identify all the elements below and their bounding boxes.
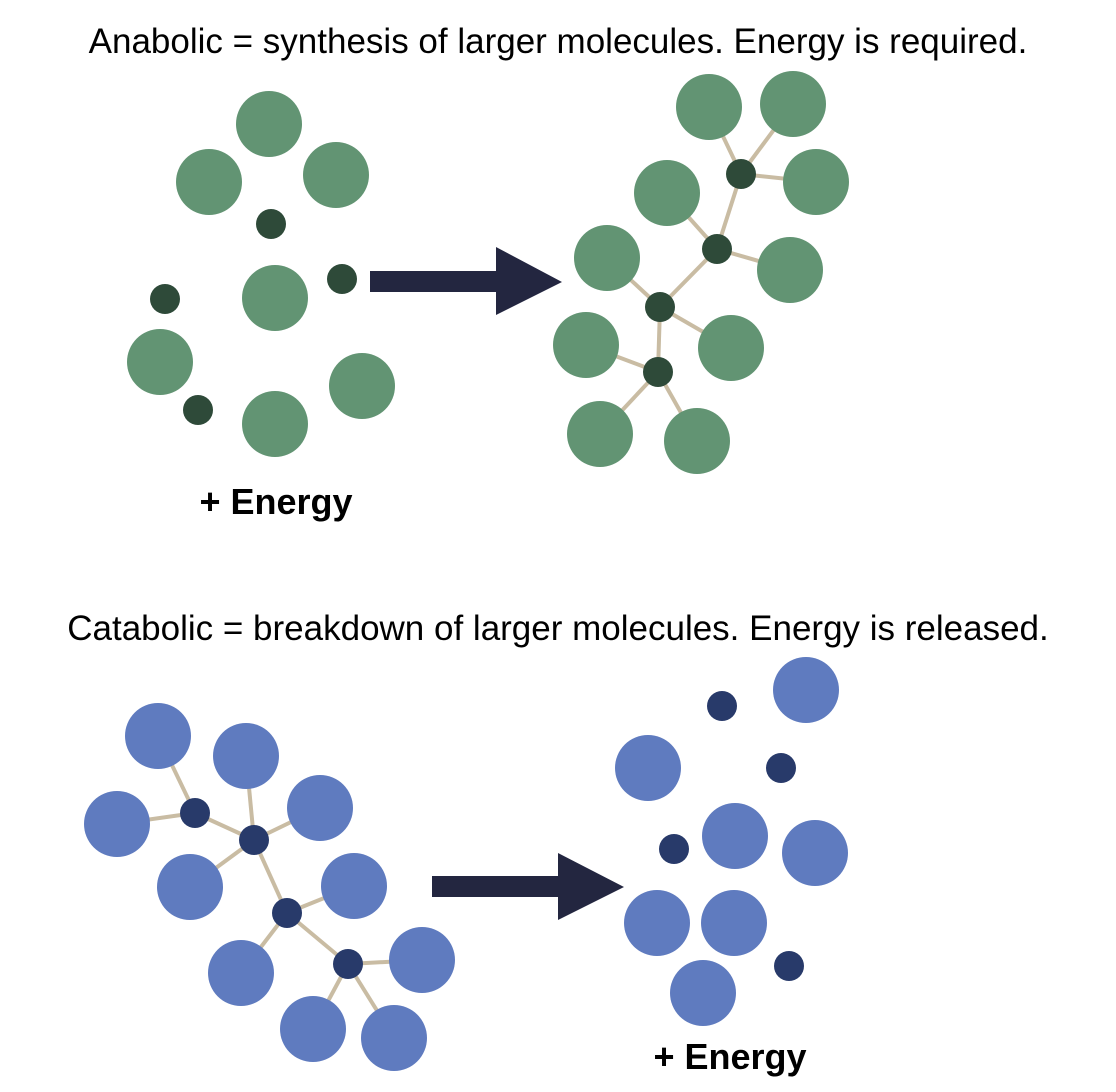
large-molecule [303, 142, 369, 208]
large-molecule [567, 401, 633, 467]
small-molecule [645, 292, 675, 322]
catabolic-caption: Catabolic = breakdown of larger molecule… [67, 609, 1049, 648]
large-molecule [664, 408, 730, 474]
large-molecule [208, 940, 274, 1006]
large-molecule [773, 657, 839, 723]
large-molecule [127, 329, 193, 395]
large-molecule [701, 890, 767, 956]
catabolic-energy-label: + Energy [653, 1036, 806, 1077]
large-molecule [553, 312, 619, 378]
catabolic-reactant [84, 703, 455, 1071]
small-molecule [183, 395, 213, 425]
small-molecule [150, 284, 180, 314]
anabolic-product [553, 71, 849, 474]
small-molecule [180, 798, 210, 828]
large-molecule [321, 853, 387, 919]
small-molecule [707, 691, 737, 721]
small-molecule [766, 753, 796, 783]
anabolic-energy-label: + Energy [199, 481, 352, 522]
small-molecule [239, 825, 269, 855]
large-molecule [624, 890, 690, 956]
small-molecule [774, 951, 804, 981]
large-molecule [242, 265, 308, 331]
small-molecule [327, 264, 357, 294]
large-molecule [702, 803, 768, 869]
small-molecule [702, 234, 732, 264]
large-molecule [782, 820, 848, 886]
anabolic-caption: Anabolic = synthesis of larger molecules… [88, 22, 1028, 61]
catabolic-arrow [432, 853, 624, 920]
large-molecule [634, 160, 700, 226]
large-molecule [242, 391, 308, 457]
large-molecule [389, 927, 455, 993]
large-molecule [361, 1005, 427, 1071]
large-molecule [615, 735, 681, 801]
anabolic-arrow [370, 247, 562, 315]
large-molecule [329, 353, 395, 419]
large-molecule [287, 775, 353, 841]
large-molecule [698, 315, 764, 381]
small-molecule [726, 159, 756, 189]
large-molecule [213, 723, 279, 789]
small-molecule [333, 949, 363, 979]
small-molecule [659, 834, 689, 864]
large-molecule [280, 996, 346, 1062]
large-molecule [574, 225, 640, 291]
small-molecule [272, 898, 302, 928]
anabolic-reactants [127, 91, 395, 457]
large-molecule [757, 237, 823, 303]
large-molecule [157, 854, 223, 920]
large-molecule [236, 91, 302, 157]
large-molecule [760, 71, 826, 137]
small-molecule [256, 209, 286, 239]
small-molecule [643, 357, 673, 387]
large-molecule [84, 791, 150, 857]
large-molecule [676, 74, 742, 140]
large-molecule [783, 149, 849, 215]
large-molecule [176, 149, 242, 215]
large-molecule [670, 960, 736, 1026]
catabolic-products [615, 657, 848, 1026]
large-molecule [125, 703, 191, 769]
